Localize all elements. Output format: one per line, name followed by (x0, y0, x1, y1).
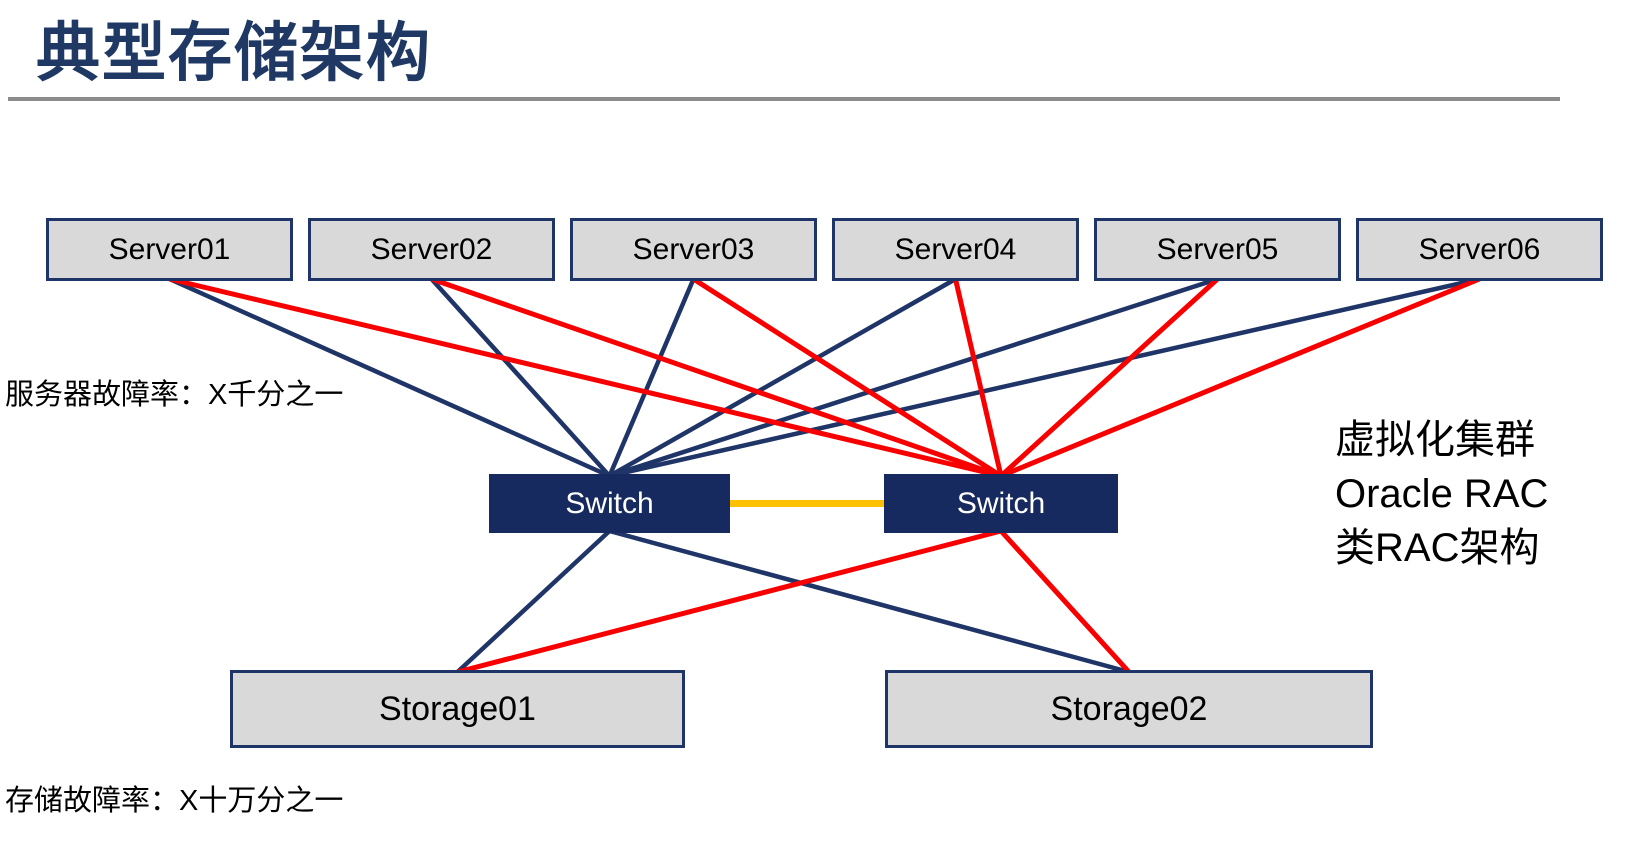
node-storage01: Storage01 (230, 670, 685, 748)
node-server06: Server06 (1356, 218, 1603, 281)
node-server01: Server01 (46, 218, 293, 281)
edge-server01-switch_a (168, 276, 611, 479)
node-server02-label: Server02 (370, 232, 493, 266)
cluster-note-line-3: 类RAC架构 (1335, 526, 1540, 570)
storage-failure-rate-note: 存储故障率：X十万分之一 (5, 785, 344, 817)
edge-switch_a-storage01 (455, 529, 612, 674)
node-server01-label: Server01 (108, 232, 231, 266)
node-server05-label: Server05 (1156, 232, 1279, 266)
node-switch-b: Switch (884, 474, 1118, 533)
node-storage02: Storage02 (885, 670, 1373, 748)
node-server04: Server04 (832, 218, 1079, 281)
node-server03: Server03 (570, 218, 817, 281)
node-storage01-label: Storage01 (379, 689, 536, 728)
edge-server05-switch_a (608, 276, 1219, 479)
cluster-note-line-1: 虚拟化集群 (1335, 418, 1535, 462)
edge-server01-switch_b (168, 276, 1002, 479)
node-server04-label: Server04 (894, 232, 1017, 266)
edge-server06-switch_a (609, 276, 1480, 479)
edge-server04-switch_b (953, 278, 1004, 477)
title-divider (8, 97, 1560, 101)
server-failure-rate-note: 服务器故障率：X千分之一 (5, 379, 344, 411)
node-server03-label: Server03 (632, 232, 755, 266)
edge-server06-switch_b (1000, 276, 1481, 479)
edge-server02-switch_b (430, 276, 1002, 479)
cluster-architecture-note: 虚拟化集群 Oracle RAC 类RAC架构 (1335, 413, 1548, 575)
edge-server04-switch_a (608, 277, 957, 478)
node-switch-a-label: Switch (565, 486, 654, 520)
edge-server05-switch_b (999, 277, 1220, 478)
edge-switch_a-storage02 (608, 528, 1130, 675)
node-switch-a: Switch (489, 474, 730, 533)
cluster-note-line-2: Oracle RAC (1335, 472, 1549, 516)
edge-switch_b-storage01 (456, 528, 1002, 675)
node-server05: Server05 (1094, 218, 1341, 281)
edge-server03-switch_b (692, 276, 1003, 479)
node-server06-label: Server06 (1418, 232, 1541, 266)
page-title: 典型存储架构 (36, 17, 432, 89)
edge-server03-switch_a (607, 278, 696, 477)
node-switch-b-label: Switch (956, 486, 1046, 520)
node-server02: Server02 (308, 218, 555, 281)
node-storage02-label: Storage02 (1050, 689, 1208, 728)
edge-server02-switch_a (429, 277, 612, 478)
edge-switch_b-storage02 (999, 529, 1131, 674)
